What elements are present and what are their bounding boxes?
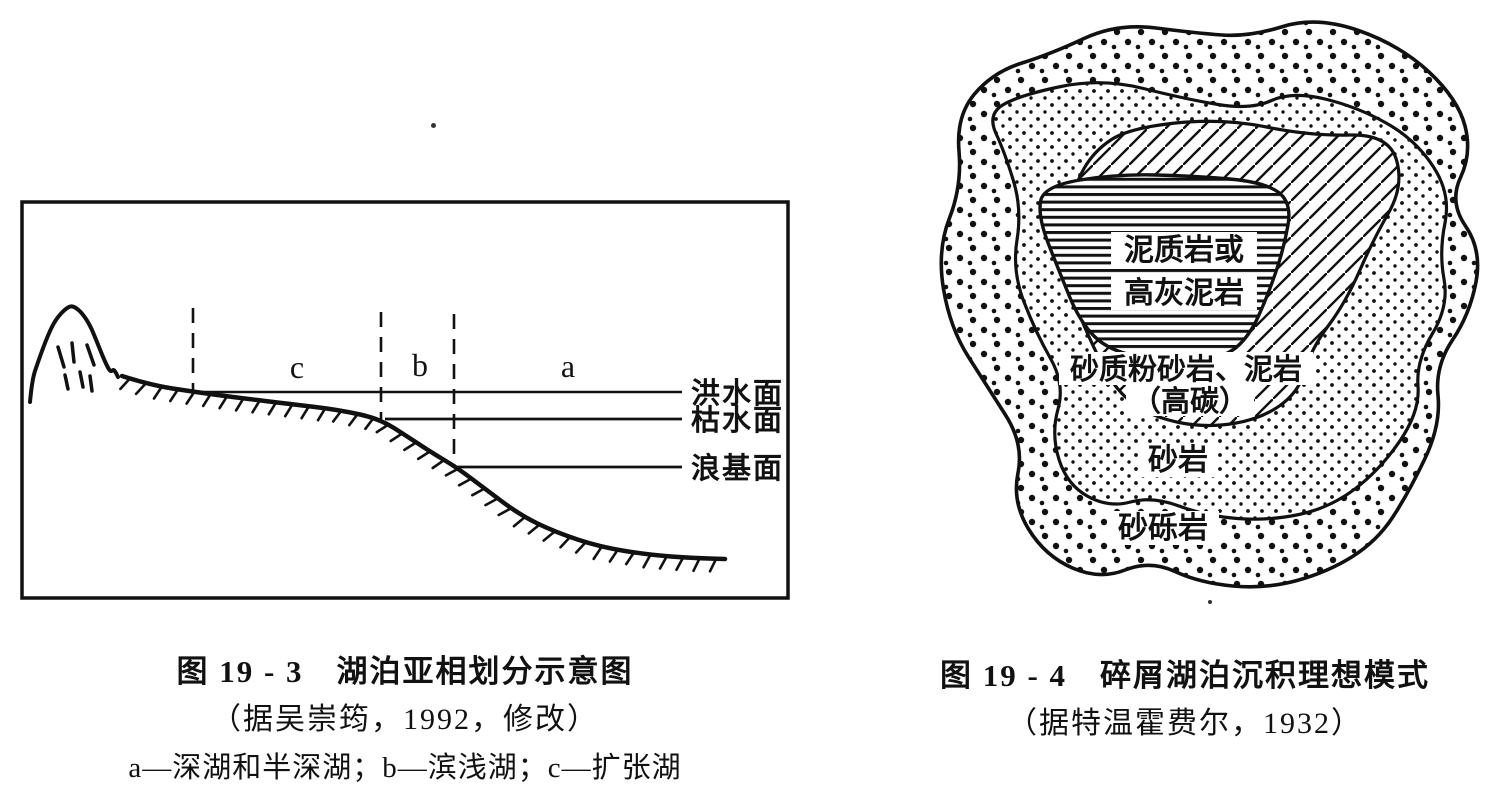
ring3-label: 砂岩 <box>1148 444 1208 477</box>
right-figure: 泥质岩或 高灰泥岩 砂质粉砂岩、泥岩 （高碳） 砂岩 砂砾岩 <box>895 3 1495 621</box>
ring4-label: 砂砾岩 <box>1118 512 1208 545</box>
core-label1-chip <box>1111 232 1257 267</box>
wave-base-label: 浪基面 <box>691 451 784 485</box>
right-caption-source: （据特温霍费尔，1932） <box>1007 707 1363 740</box>
ring3-label-chip <box>1140 443 1216 477</box>
lake-profile-svg: c b a 洪水面 枯水面 浪基面 <box>20 200 790 600</box>
ring2-label-line2: （高碳） <box>1132 385 1248 418</box>
right-caption: 图 19 - 4 碎屑湖泊沉积理想模式 （据特温霍费尔，1932） <box>905 652 1465 748</box>
zone-label-b: b <box>412 347 428 383</box>
low-water-label: 枯水面 <box>691 404 784 437</box>
ring2-label1-chip <box>1059 352 1313 385</box>
left-caption: 图 19 - 3 湖泊亚相划分示意图 （据吴崇筠，1992，修改） a—深湖和半… <box>30 648 780 792</box>
mountain-outline <box>28 304 120 404</box>
ring2-label2-chip <box>1126 385 1254 416</box>
zone-label-c: c <box>290 349 304 385</box>
mudstone-core <box>1038 173 1291 362</box>
ring4-label-chip <box>1107 511 1219 545</box>
flood-water-label: 洪水面 <box>691 377 784 410</box>
diagram-border <box>20 200 790 600</box>
slope-hachure <box>119 377 718 573</box>
scan-speck-bottom <box>1208 600 1212 604</box>
core-label-line1: 泥质岩或 <box>1124 234 1244 267</box>
mountain-hachure <box>56 341 96 393</box>
scan-speck-top <box>431 123 436 128</box>
left-caption-title: 图 19 - 3 湖泊亚相划分示意图 <box>176 654 634 689</box>
left-caption-legend: a—深湖和半深湖；b—滨浅湖；c—扩张湖 <box>128 752 682 784</box>
left-caption-source: （据吴崇筠，1992，修改） <box>211 703 599 736</box>
right-caption-title: 图 19 - 4 碎屑湖泊沉积理想模式 <box>939 658 1431 693</box>
core-label2-chip <box>1111 275 1257 310</box>
ring2-label-line1: 砂质粉砂岩、泥岩 <box>1070 353 1302 386</box>
zone-label-a: a <box>561 348 575 384</box>
slope-line <box>119 373 728 562</box>
left-figure: c b a 洪水面 枯水面 浪基面 <box>10 195 800 615</box>
core-label-line2: 高灰泥岩 <box>1124 277 1244 310</box>
lake-model-svg: 泥质岩或 高灰泥岩 砂质粉砂岩、泥岩 （高碳） 砂岩 砂砾岩 <box>939 20 1480 589</box>
zone-dividers <box>191 308 456 467</box>
